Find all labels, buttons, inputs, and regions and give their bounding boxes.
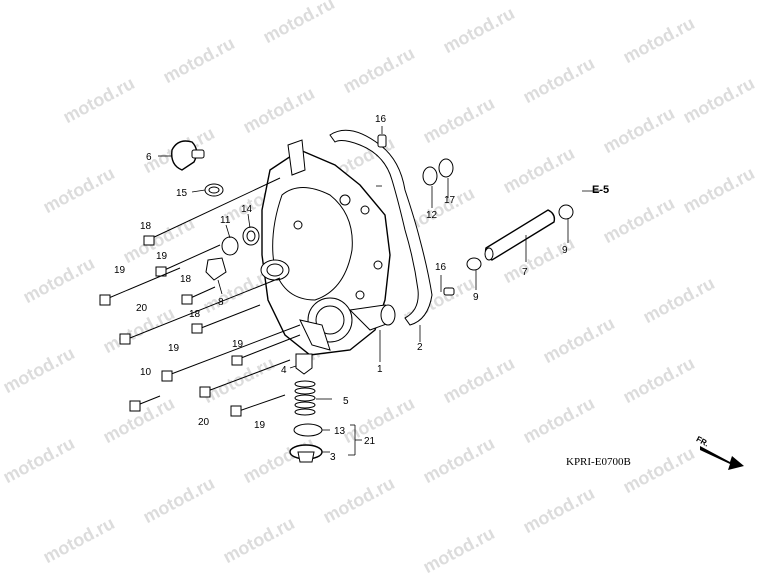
callout-labels: 1 2 3 4 5 6 7 8 9 9 10 11 12 13 14 15 16…	[114, 114, 568, 463]
o-ring-13	[293, 423, 323, 437]
oil-filler-cap	[171, 140, 205, 171]
thermostat-4	[295, 353, 313, 375]
spring-5	[294, 380, 316, 416]
callout-19a: 19	[114, 265, 126, 276]
reference-label: E-5	[592, 184, 610, 196]
arrow-down-right-icon	[700, 446, 744, 470]
bolts-left	[99, 177, 301, 417]
leader-lines	[158, 126, 600, 456]
callout-5: 5	[343, 396, 349, 407]
callout-12: 12	[426, 210, 438, 221]
callout-19e: 19	[254, 420, 266, 431]
callout-14: 14	[241, 204, 253, 215]
callout-6: 6	[146, 152, 152, 163]
diagram-code: KPRI-E0700B	[566, 456, 631, 468]
callout-20b: 20	[198, 417, 210, 428]
callout-16b: 16	[435, 262, 447, 273]
callout-17: 17	[444, 195, 456, 206]
callout-19d: 19	[232, 339, 244, 350]
clamp-9-upper	[558, 204, 574, 220]
plug-11	[221, 236, 239, 256]
callout-3: 3	[330, 452, 336, 463]
callout-18c: 18	[189, 309, 201, 320]
callout-4: 4	[281, 365, 287, 376]
clamp-12	[422, 166, 438, 186]
callout-20a: 20	[136, 303, 148, 314]
dowel-pin-top	[377, 134, 387, 148]
callout-16a: 16	[375, 114, 387, 125]
gasket	[329, 129, 433, 326]
dowel-pin-right	[443, 287, 455, 296]
callout-9a: 9	[562, 245, 568, 256]
clamp-9-lower	[466, 257, 482, 271]
callout-18a: 18	[140, 221, 152, 232]
clamp-8	[205, 257, 227, 281]
callout-10: 10	[140, 367, 152, 378]
clamp-17	[438, 158, 454, 178]
crankcase-cover	[260, 139, 396, 356]
callout-8: 8	[218, 297, 224, 308]
callout-11: 11	[220, 215, 231, 226]
cap-3	[289, 444, 323, 463]
callout-2: 2	[417, 342, 423, 353]
callout-21: 21	[364, 436, 376, 447]
hose-7	[484, 209, 556, 261]
callout-9b: 9	[473, 292, 479, 303]
callout-19c: 19	[168, 343, 180, 354]
callout-7: 7	[522, 267, 528, 278]
callout-1: 1	[377, 364, 383, 375]
callout-19b: 19	[156, 251, 168, 262]
callout-15: 15	[176, 188, 188, 199]
callout-13: 13	[334, 426, 346, 437]
callout-18b: 18	[180, 274, 192, 285]
